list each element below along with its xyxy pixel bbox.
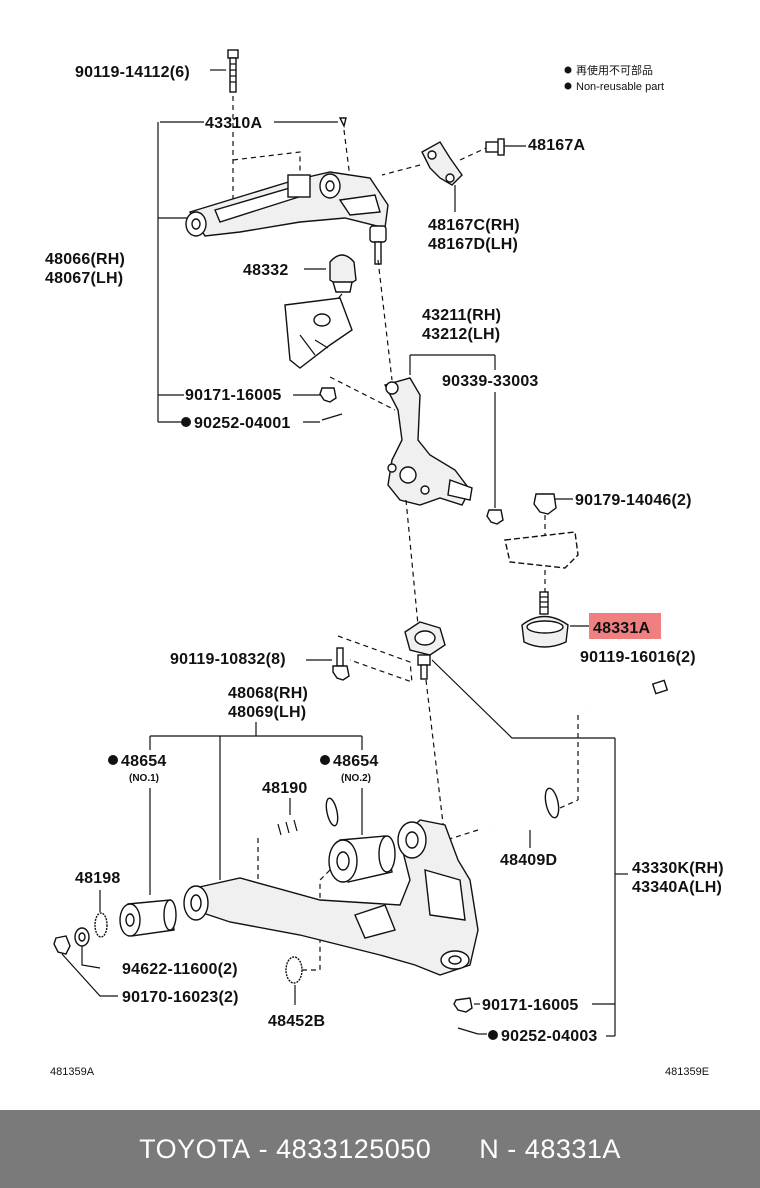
label-48198[interactable]: 48198 [75, 870, 121, 887]
legend-non-reusable-jp: 再使用不可部品 [576, 63, 653, 77]
washer-94622 [74, 927, 90, 947]
lower-ball-joint [404, 621, 446, 680]
cam-bolt-48409D [489, 787, 560, 829]
non-reusable-dot [320, 755, 330, 765]
parts-diagram: 再使用不可部品 Non-reusable part 90119-14112(6)… [45, 49, 724, 1078]
label-90119-10832[interactable]: 90119-10832(8) [170, 651, 286, 668]
legend-dot [564, 66, 572, 74]
nut-90179 [533, 493, 557, 515]
nut-lower-ball-joint [453, 997, 473, 1013]
footer-brand: TOYOTA [139, 1133, 251, 1164]
label-90171-16005-top[interactable]: 90171-16005 [185, 387, 282, 404]
label-48069[interactable]: 48069(LH) [228, 704, 306, 721]
label-48654-no2[interactable]: 48654 [333, 753, 379, 770]
highlight-48331A [589, 613, 661, 639]
label-43212[interactable]: 43212(LH) [422, 326, 500, 343]
label-48452B[interactable]: 48452B [268, 1013, 325, 1030]
label-90119-14112[interactable]: 90119-14112(6) [75, 64, 190, 81]
label-94622-11600[interactable]: 94622-11600(2) [122, 961, 238, 978]
drawing-code-right: 481359E [665, 1066, 709, 1078]
label-90339-33003[interactable]: 90339-33003 [442, 373, 539, 390]
label-48331A[interactable]: 48331A [593, 620, 650, 637]
camber-plate [421, 141, 463, 186]
label-90179-14046[interactable]: 90179-14046(2) [575, 492, 692, 509]
label-48068[interactable]: 48068(RH) [228, 685, 308, 702]
footer-part-number: 4833125050 [276, 1133, 432, 1164]
bushing-no2 [328, 835, 396, 883]
drawing-code-left: 481359A [50, 1066, 95, 1078]
label-43340A[interactable]: 43340A(LH) [632, 879, 722, 896]
label-43310A[interactable]: 43310A [205, 115, 262, 132]
label-48067[interactable]: 48067(LH) [45, 270, 123, 287]
label-48332[interactable]: 48332 [243, 262, 289, 279]
upper-cam-nut [338, 117, 347, 129]
washer-48452B [285, 956, 303, 984]
legend-dot [564, 82, 572, 90]
non-reusable-dot [108, 755, 118, 765]
label-90252-04003[interactable]: 90252-04003 [501, 1028, 598, 1045]
bushing-no1 [119, 899, 177, 937]
label-90171-16005-bottom[interactable]: 90171-16005 [482, 997, 579, 1014]
non-reusable-dot [488, 1030, 498, 1040]
label-48066[interactable]: 48066(RH) [45, 251, 125, 268]
label-48167C[interactable]: 48167C(RH) [428, 217, 520, 234]
cotter-nut-90339 [486, 509, 504, 525]
cam-bolt-48190 [269, 797, 339, 836]
label-48654-no1[interactable]: 48654 [121, 753, 167, 770]
bolt-48167A [485, 138, 505, 156]
washer-48198 [94, 912, 108, 938]
footer-ref: 48331A [524, 1133, 621, 1164]
shield-bracket [504, 531, 579, 569]
upper-control-arm [185, 171, 389, 265]
nut-90170 [53, 935, 71, 955]
footer-bar: TOYOTA - 4833125050 N - 48331A [0, 1110, 760, 1188]
label-43211[interactable]: 43211(RH) [422, 307, 501, 324]
label-48654-no1-sub: (NO.1) [129, 773, 159, 784]
label-48167D[interactable]: 48167D(LH) [428, 236, 518, 253]
steering-knuckle [383, 377, 473, 506]
cotter-pin-upper [321, 413, 343, 421]
nut-upper-ball-joint [319, 387, 337, 403]
legend-non-reusable-en: Non-reusable part [576, 81, 664, 93]
bump-stopper-48331A [521, 591, 569, 648]
label-48190[interactable]: 48190 [262, 780, 308, 797]
label-90252-04001[interactable]: 90252-04001 [194, 415, 291, 432]
lower-control-arm [183, 819, 479, 976]
bolt-90119-10832 [332, 647, 350, 681]
bump-stopper-bracket [284, 297, 353, 369]
label-43330K[interactable]: 43330K(RH) [632, 860, 724, 877]
cotter-pin-lower [457, 1027, 479, 1035]
bolt-upper-arm [227, 49, 239, 93]
non-reusable-dot [181, 417, 191, 427]
label-48167A[interactable]: 48167A [528, 137, 585, 154]
bump-stopper [329, 254, 357, 293]
label-90170-16023[interactable]: 90170-16023(2) [122, 989, 239, 1006]
label-48409D[interactable]: 48409D [500, 852, 557, 869]
label-48654-no2-sub: (NO.2) [341, 773, 371, 784]
bolt-90119-16016 [589, 679, 669, 712]
label-90119-16016[interactable]: 90119-16016(2) [580, 649, 696, 666]
footer-code: N [479, 1133, 500, 1164]
